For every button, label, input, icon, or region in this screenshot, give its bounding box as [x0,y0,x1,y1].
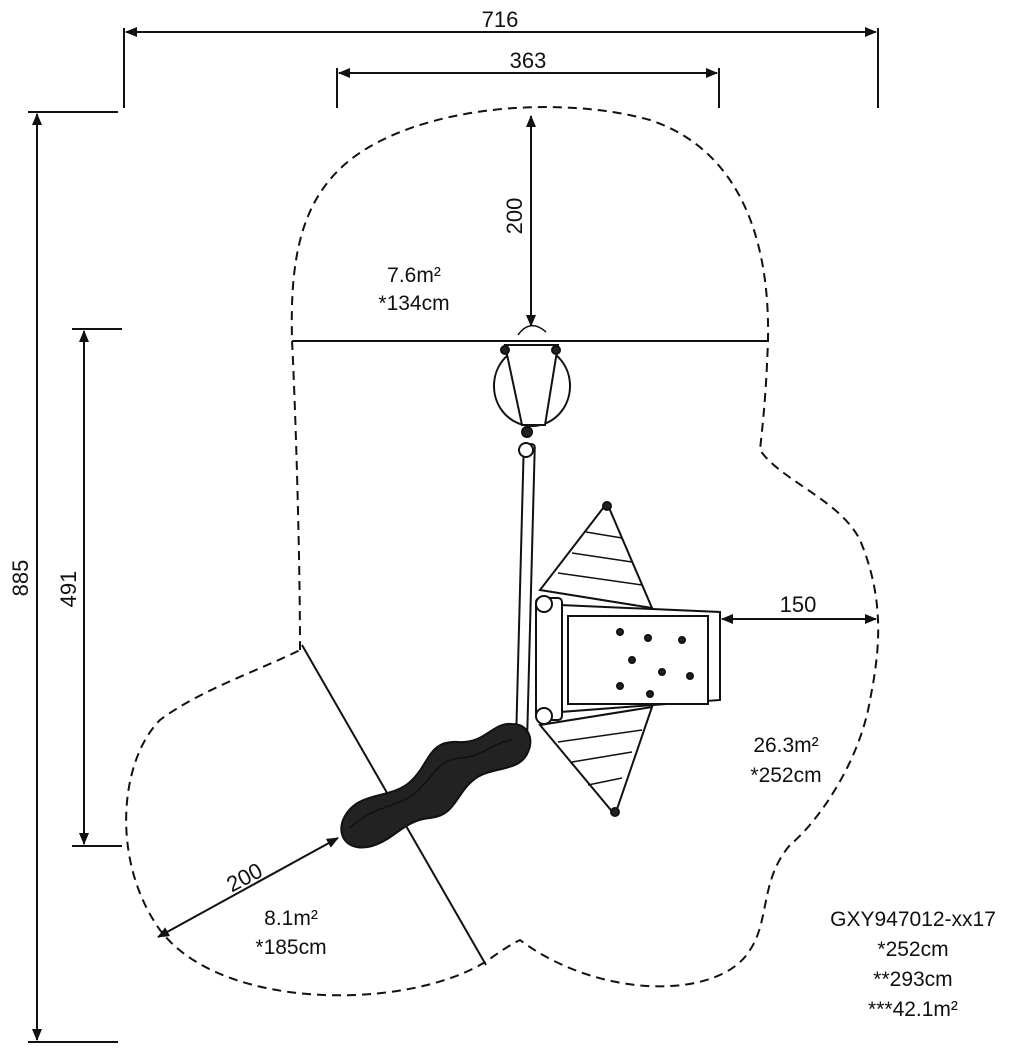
inner-width-label: 363 [510,48,547,73]
slide-clearance-label: 200 [222,858,266,897]
swing-zone-area: 7.6m² [387,264,441,287]
slide-zone-height: *185cm [255,936,326,959]
overall-width-label: 716 [482,7,519,32]
product-area: ***42.1m² [868,998,958,1021]
slide-zone-area: 8.1m² [264,907,318,930]
main-zone-height: *252cm [750,764,821,787]
slide-clearance-dimension-line [157,837,339,938]
inner-height-label: 491 [56,571,81,608]
product-height-1: *252cm [877,938,948,961]
deck-clearance-label: 150 [780,592,817,617]
connecting-beam [515,442,536,736]
main-zone-area: 26.3m² [753,734,818,757]
deck-platform [535,595,721,725]
swing-clearance-label: 200 [502,198,527,235]
swing-seat [493,325,571,438]
product-height-2: **293cm [873,968,952,991]
climbing-net [538,501,654,818]
overall-height-label: 885 [8,560,33,597]
product-code: GXY947012-xx17 [830,908,996,931]
wavy-slide [340,722,532,849]
safety-zone-outline [125,106,880,997]
swing-zone-height: *134cm [378,292,449,315]
